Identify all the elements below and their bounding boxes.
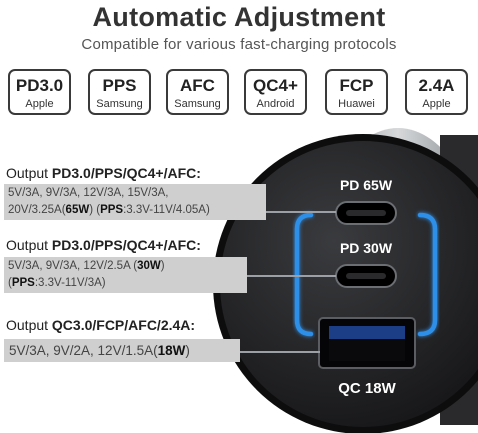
- spec-line: 20V/3.25A(65W) (PPS:3.3V-11V/4.05A): [8, 204, 210, 216]
- protocol-name: 2.4A: [418, 76, 455, 95]
- protocol-brand: Apple: [25, 98, 54, 110]
- output-2-label: Output PD3.0/PPS/QC4+/AFC:: [6, 237, 201, 253]
- protocol-badge: FCP Huawei: [325, 69, 388, 115]
- output-protocols: PD3.0/PPS/QC4+/AFC:: [51, 165, 201, 181]
- spec-line: (PPS:3.3V-11V/3A): [8, 277, 106, 289]
- protocol-name: PD3.0: [15, 76, 64, 95]
- output-prefix: Output: [6, 317, 52, 333]
- protocol-badge: PPS Samsung: [88, 69, 151, 115]
- spec-line: 5V/3A, 9V/3A, 12V/3A, 15V/3A,: [8, 187, 169, 199]
- protocol-badges: PD3.0 Apple PPS Samsung AFC Samsung QC4+…: [8, 69, 470, 115]
- protocol-badge: 2.4A Apple: [405, 69, 468, 115]
- usb-a-port: [318, 317, 416, 369]
- port1-label: PD 65W: [339, 177, 393, 193]
- protocol-brand: Android: [256, 98, 295, 110]
- output-1-label: Output PD3.0/PPS/QC4+/AFC:: [6, 165, 201, 181]
- page-title: Automatic Adjustment: [92, 2, 386, 32]
- protocol-brand: Huawei: [338, 98, 375, 110]
- spec-line: 5V/3A, 9V/2A, 12V/1.5A(18W): [9, 343, 190, 358]
- output-1-spec: 5V/3A, 9V/3A, 12V/3A, 15V/3A, 20V/3.25A(…: [4, 184, 266, 220]
- charger-shell-band: [440, 135, 478, 425]
- connector-line: [240, 351, 320, 353]
- output-protocols: PD3.0/PPS/QC4+/AFC:: [51, 237, 201, 253]
- protocol-brand: Samsung: [96, 98, 143, 110]
- spec-line: 5V/3A, 9V/3A, 12V/2.5A (30W): [8, 260, 165, 272]
- usb-c-port-1: [335, 201, 397, 225]
- protocol-brand: Samsung: [174, 98, 221, 110]
- usb-c-port-2: [335, 264, 397, 288]
- protocol-name: AFC: [180, 76, 215, 95]
- protocol-brand: Apple: [422, 98, 451, 110]
- protocol-name: FCP: [339, 76, 374, 95]
- output-3-spec: 5V/3A, 9V/2A, 12V/1.5A(18W): [4, 339, 240, 362]
- glow-bracket-right: [417, 212, 438, 337]
- connector-line: [247, 275, 336, 277]
- port3-label: QC 18W: [338, 380, 396, 397]
- protocol-name: PPS: [102, 76, 137, 95]
- protocol-name: QC4+: [253, 76, 298, 95]
- output-protocols: QC3.0/FCP/AFC/2.4A:: [51, 317, 196, 333]
- port2-label: PD 30W: [339, 240, 393, 256]
- protocol-badge: PD3.0 Apple: [8, 69, 71, 115]
- protocol-badge: AFC Samsung: [166, 69, 229, 115]
- connector-line: [266, 211, 336, 213]
- output-2-spec: 5V/3A, 9V/3A, 12V/2.5A (30W) (PPS:3.3V-1…: [4, 257, 247, 293]
- output-prefix: Output: [6, 165, 52, 181]
- protocol-badge: QC4+ Android: [244, 69, 307, 115]
- page-subtitle: Compatible for various fast-charging pro…: [81, 36, 397, 53]
- output-3-label: Output QC3.0/FCP/AFC/2.4A:: [6, 317, 195, 333]
- output-prefix: Output: [6, 237, 52, 253]
